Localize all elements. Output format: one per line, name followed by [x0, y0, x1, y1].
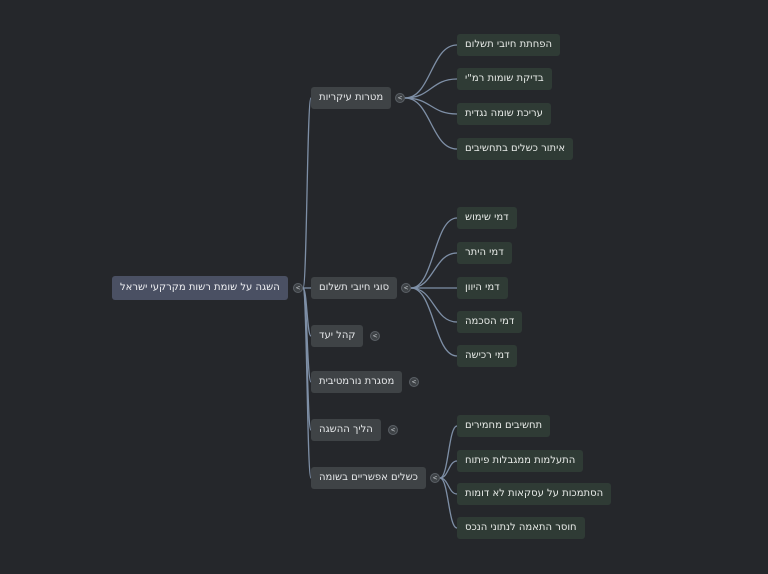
branch-node-3-label: מסגרת נורמטיבית [319, 376, 395, 387]
root-node-label: השגה על שומת רשות מקרקעי ישראל [120, 282, 280, 293]
connector-branch-1-leaf-1 [410, 252, 458, 289]
leaf-node-1-4-label: דמי רכישה [465, 350, 510, 361]
connector-branch-0-leaf-2 [404, 97, 458, 115]
connector-branch-1-leaf-0 [410, 217, 458, 289]
leaf-node-5-3[interactable]: חוסר התאמה לנתוני הנכס [457, 517, 585, 539]
connector-root-branch-0 [302, 97, 312, 289]
connector-branch-0-leaf-0 [404, 44, 458, 99]
branch-node-1[interactable]: סוגי חיובי תשלום [311, 277, 398, 299]
branch-node-0-label: מטרות עיקריות [319, 92, 384, 103]
connector-branch-1-leaf-3 [410, 287, 458, 323]
branch-node-4[interactable]: הליך ההשגה [311, 419, 381, 441]
branch-node-2[interactable]: קהל יעד [311, 325, 364, 347]
leaf-node-0-1-label: בדיקת שומות רמ"י [465, 73, 544, 84]
leaf-node-1-2[interactable]: דמי היוון [457, 277, 508, 299]
root-collapse-toggle[interactable]: < [293, 283, 303, 293]
leaf-node-1-0[interactable]: דמי שימוש [457, 207, 517, 229]
leaf-node-5-1-label: התעלמות ממגבלות פיתוח [465, 455, 576, 466]
leaf-node-5-2-label: הסתמכות על עסקאות לא דומות [465, 488, 604, 499]
connector-branch-0-leaf-1 [404, 78, 458, 99]
branch-node-3[interactable]: מסגרת נורמטיבית [311, 371, 403, 393]
connector-branch-1-leaf-4 [410, 287, 458, 357]
branch-toggle-1[interactable]: < [401, 283, 411, 293]
leaf-node-1-0-label: דמי שימוש [465, 212, 509, 223]
leaf-node-0-2[interactable]: עריכת שומה נגדית [457, 103, 551, 125]
leaf-node-0-3-label: איתור כשלים בתחשיבים [465, 143, 566, 154]
connector-branch-5-leaf-3 [439, 477, 458, 529]
leaf-node-0-0-label: הפחתת חיובי תשלום [465, 39, 553, 50]
leaf-node-0-3[interactable]: איתור כשלים בתחשיבים [457, 138, 574, 160]
branch-node-1-label: סוגי חיובי תשלום [319, 282, 390, 293]
leaf-node-0-0[interactable]: הפחתת חיובי תשלום [457, 34, 561, 56]
connector-branch-0-leaf-3 [404, 97, 458, 150]
branch-node-2-label: קהל יעד [319, 330, 356, 341]
leaf-node-1-4[interactable]: דמי רכישה [457, 345, 518, 367]
branch-toggle-2[interactable]: < [370, 331, 380, 341]
leaf-node-1-2-label: דמי היוון [465, 282, 500, 293]
connector-branch-5-leaf-1 [439, 460, 458, 479]
branch-toggle-4[interactable]: < [388, 425, 398, 435]
branch-node-5-label: כשלים אפשריים בשומה [319, 472, 418, 483]
branch-toggle-5[interactable]: < [430, 473, 440, 483]
leaf-node-5-0[interactable]: תחשיבים מחמירים [457, 415, 551, 437]
leaf-node-5-3-label: חוסר התאמה לנתוני הנכס [465, 522, 577, 533]
branch-toggle-3[interactable]: < [409, 377, 419, 387]
leaf-node-1-3-label: דמי הסכמה [465, 316, 515, 327]
leaf-node-0-1[interactable]: בדיקת שומות רמ"י [457, 68, 552, 90]
leaf-node-5-2[interactable]: הסתמכות על עסקאות לא דומות [457, 483, 612, 505]
leaf-node-5-0-label: תחשיבים מחמירים [465, 420, 543, 431]
branch-node-0[interactable]: מטרות עיקריות [311, 87, 392, 109]
connector-root-branch-5 [302, 287, 312, 479]
leaf-node-0-2-label: עריכת שומה נגדית [465, 108, 543, 119]
leaf-node-5-1[interactable]: התעלמות ממגבלות פיתוח [457, 450, 584, 472]
leaf-node-1-3[interactable]: דמי הסכמה [457, 311, 523, 333]
root-node[interactable]: השגה על שומת רשות מקרקעי ישראל [112, 276, 288, 300]
leaf-node-1-1-label: דמי היתר [465, 247, 504, 258]
connector-branch-5-leaf-0 [439, 425, 458, 479]
branch-toggle-0[interactable]: < [395, 93, 405, 103]
leaf-node-1-1[interactable]: דמי היתר [457, 242, 512, 264]
branch-node-4-label: הליך ההשגה [319, 424, 373, 435]
branch-node-5[interactable]: כשלים אפשריים בשומה [311, 467, 426, 489]
